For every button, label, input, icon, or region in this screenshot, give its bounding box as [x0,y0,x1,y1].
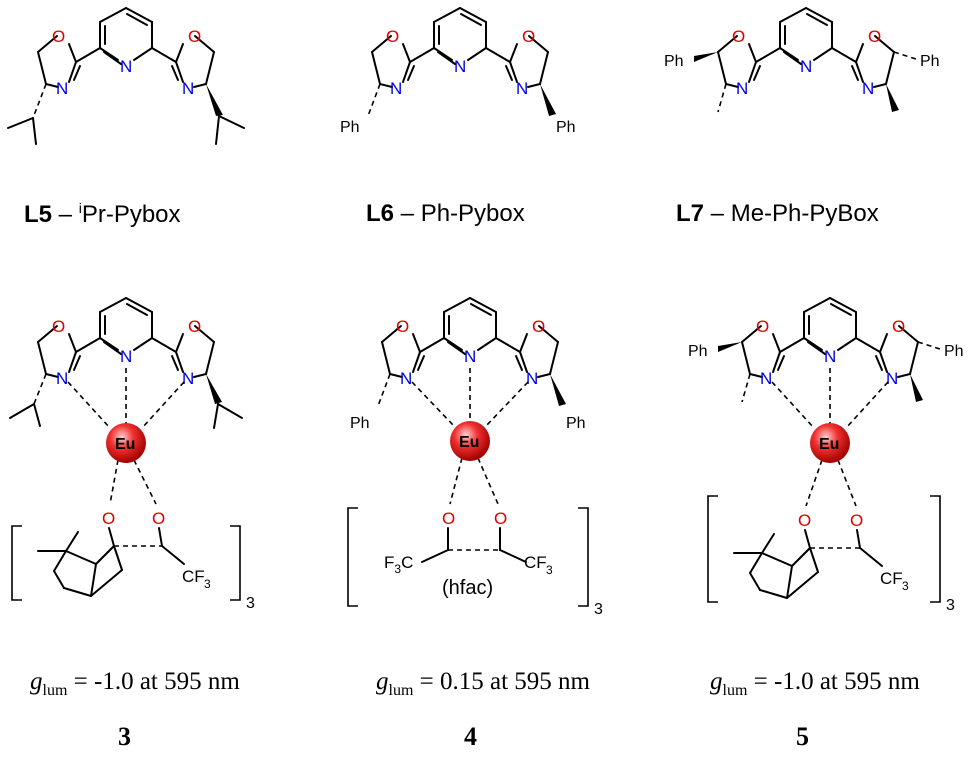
phenyl-group: Ph [664,53,684,70]
atom-o: O [892,317,905,336]
ligand-L6-structure: N O O N N Ph Ph [340,7,576,136]
atom-o: O [442,509,455,528]
atom-eu: Eu [459,434,479,451]
ligand-name: Me-Ph-PyBox [730,200,879,227]
bracket-subscript: 3 [594,601,603,618]
ligand-caption-L6: L6 – Ph-Pybox [366,200,525,228]
atom-n: N [56,79,68,98]
subscript-3: 3 [902,579,909,593]
atom-n: N [824,347,836,366]
atom-n: N [886,369,898,388]
atom-o: O [102,509,115,528]
complex-5-structure: N O O N N Ph Ph Eu O O CF 3 [688,297,964,614]
phenyl-group: Ph [556,119,576,136]
ligand-name: Pr-Pybox [81,201,181,228]
atom-o: O [756,317,769,336]
atom-o: O [52,27,65,46]
glum-value-4: glum = 0.15 at 595 nm [376,668,590,699]
ligand-L7-structure: N O O N N Ph Ph [664,7,940,113]
atom-o: O [532,317,545,336]
atom-o: O [188,27,201,46]
subscript-3: 3 [546,563,553,577]
atom-n: N [516,79,528,98]
europium-atom [106,423,146,463]
ligand-name: Ph-Pybox [420,200,525,227]
ligand-caption-L5: L5 – iPr-Pybox [24,200,181,229]
complex-4-structure: N O O N N Ph Ph Eu O O F3C CF 3 (hfac) 3 [347,297,603,618]
f3c-group: F3C [384,553,413,576]
atom-o: O [850,511,863,530]
hfac-label: (hfac) [442,577,493,599]
ligand-code: L6 [366,200,395,227]
atom-o: O [386,27,399,46]
atom-o: O [188,317,201,336]
atom-eu: Eu [115,436,135,453]
glum-value-5: glum = -1.0 at 595 nm [710,668,920,699]
atom-o: O [868,27,881,46]
atom-n: N [390,79,402,98]
atom-o: O [52,317,65,336]
compound-number-3: 3 [118,722,131,751]
phenyl-group: Ph [944,343,964,360]
caption-dash: – [394,200,421,227]
atom-n: N [182,79,194,98]
ligand-code: L7 [676,200,705,227]
atom-n: N [56,369,68,388]
cf3-group: CF [182,567,205,586]
phenyl-group: Ph [340,119,360,136]
atom-n: N [400,369,412,388]
atom-n: N [464,347,476,366]
cf3-group: CF [524,553,547,572]
atom-n: N [760,369,772,388]
glum-value-3: glum = -1.0 at 595 nm [30,668,240,699]
europium-atom [450,421,490,461]
ligand-L5-structure: N O O N N [7,7,245,145]
compound-number-5: 5 [796,722,809,751]
atom-eu: Eu [819,436,839,453]
caption-dash: – [704,200,731,227]
compound-number-4: 4 [464,722,477,751]
atom-o: O [732,27,745,46]
atom-n: N [120,57,132,76]
atom-n: N [736,79,748,98]
atom-n: N [800,57,812,76]
atom-o: O [494,509,507,528]
phenyl-group: Ph [566,415,586,432]
cf3-group: CF [880,569,903,588]
bracket-subscript: 3 [246,595,255,612]
subscript-3: 3 [204,577,211,591]
europium-atom [810,423,850,463]
atom-n: N [454,57,466,76]
phenyl-group: Ph [350,415,370,432]
phenyl-group: Ph [688,343,708,360]
atom-o: O [522,27,535,46]
bracket-subscript: 3 [946,597,955,614]
iso-prefix: i [78,200,82,216]
atom-o: O [396,317,409,336]
atom-o: O [152,509,165,528]
ligand-caption-L7: L7 – Me-Ph-PyBox [676,200,879,228]
atom-n: N [120,347,132,366]
ligand-code: L5 [24,201,53,228]
complex-3-structure: N O O N N Eu O O CF 3 [9,297,255,612]
atom-n: N [182,369,194,388]
caption-dash: – [52,201,79,228]
atom-n: N [526,369,538,388]
atom-o: O [798,511,811,530]
atom-n: N [862,79,874,98]
phenyl-group: Ph [920,53,940,70]
